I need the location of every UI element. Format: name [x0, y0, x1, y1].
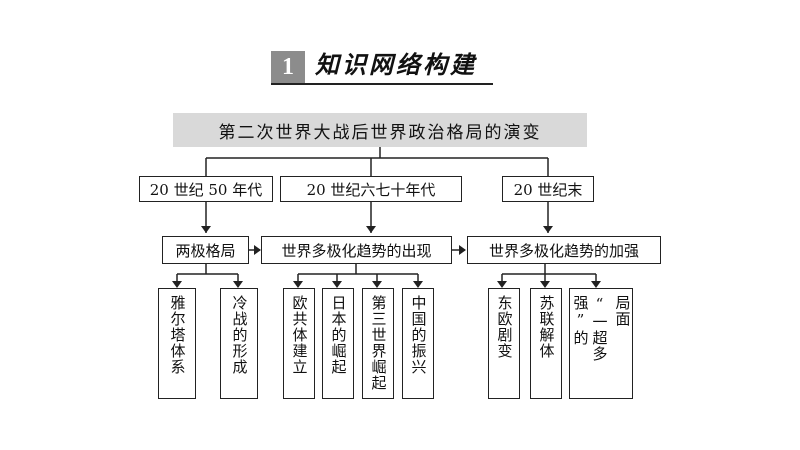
title-underline: [271, 83, 493, 85]
leaf-japan-rise: 日本的崛起: [322, 288, 354, 399]
leaf-label: 第三世界崛起: [369, 295, 388, 391]
leaf-yalta-system: 雅尔塔体系: [158, 288, 196, 399]
leaf-label: 欧共体建立: [290, 295, 309, 375]
leaf-eastern-europe-upheaval: 东欧剧变: [488, 288, 520, 399]
leaf-label: 日本的崛起: [329, 295, 348, 375]
stage-box-multipolar-strengthening: 世界多极化趋势的加强: [467, 236, 661, 264]
leaf-label-right-column: 局面: [613, 295, 632, 327]
leaf-label: 冷战的形成: [230, 295, 249, 375]
section-title: 知识网络构建: [315, 51, 477, 79]
leaf-third-world-rise: 第三世界崛起: [362, 288, 394, 399]
diagram-title: 第二次世界大战后世界政治格局的演变: [173, 113, 587, 147]
leaf-label: 雅尔塔体系: [168, 295, 187, 375]
period-box-1960s-70s: 20 世纪六七十年代: [280, 176, 462, 202]
leaf-label: 苏联解体: [537, 295, 556, 359]
leaf-label-left-column: “一超多强”的: [571, 295, 609, 362]
period-box-1950s: 20 世纪 50 年代: [139, 176, 273, 202]
section-number-badge: 1: [271, 51, 305, 83]
leaf-ec-founding: 欧共体建立: [283, 288, 315, 399]
stage-box-multipolar-emergence: 世界多极化趋势的出现: [261, 236, 452, 264]
stage-box-bipolar: 两极格局: [162, 236, 249, 264]
leaf-one-superpower-many-powers: 局面 “一超多强”的: [569, 288, 633, 399]
period-box-late-century: 20 世纪末: [502, 176, 594, 202]
leaf-cold-war-formation: 冷战的形成: [220, 288, 258, 399]
leaf-label: 中国的振兴: [409, 295, 428, 375]
leaf-soviet-dissolution: 苏联解体: [530, 288, 562, 399]
leaf-label: 东欧剧变: [495, 295, 514, 359]
leaf-china-revival: 中国的振兴: [402, 288, 434, 399]
